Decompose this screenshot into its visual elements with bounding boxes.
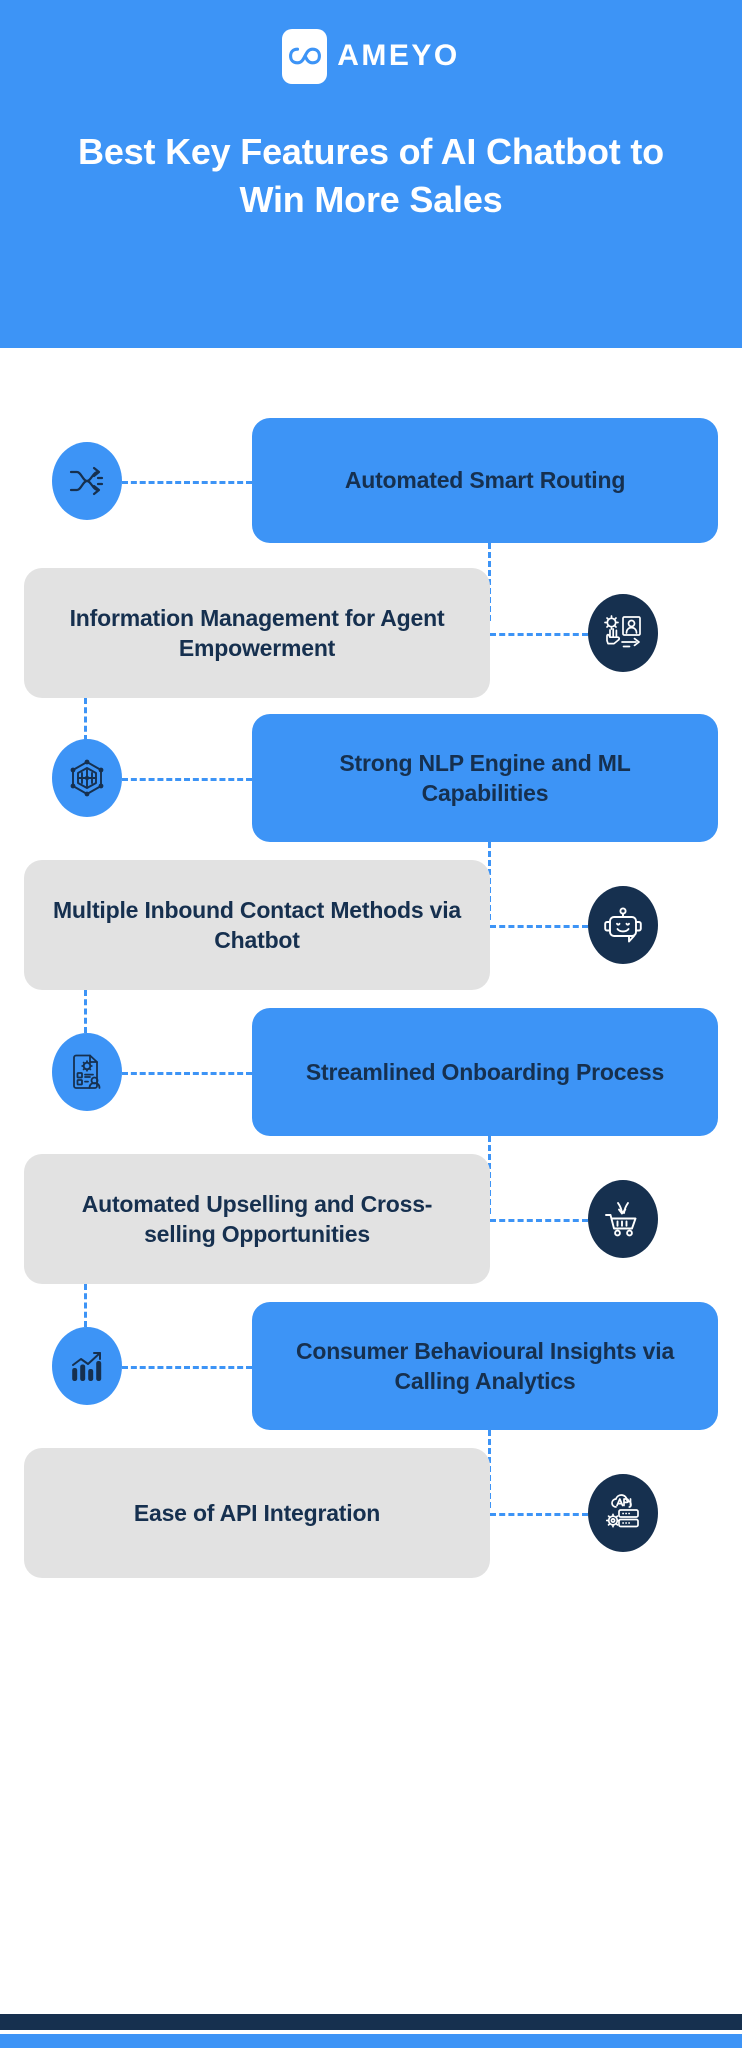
shuffle-routing-icon[interactable]: [52, 442, 122, 520]
feature-card-5[interactable]: Streamlined Onboarding Process: [252, 1008, 718, 1136]
footer-blue-bar: [0, 2034, 742, 2048]
chatbot-face-icon[interactable]: [588, 886, 658, 964]
feature-label-1: Automated Smart Routing: [344, 467, 626, 494]
feature-card-2[interactable]: Information Management for Agent Empower…: [24, 568, 490, 698]
feature-label-4: Multiple Inbound Contact Methods via Cha…: [52, 896, 462, 953]
onboarding-document-icon[interactable]: [52, 1033, 122, 1111]
page-header: AMEYO Best Key Features of AI Chatbot to…: [0, 0, 742, 348]
api-integration-icon[interactable]: [588, 1474, 658, 1552]
connector-icon-to-card-3: [122, 778, 252, 781]
shopping-cart-icon[interactable]: [588, 1180, 658, 1258]
bar-chart-analytics-icon[interactable]: [52, 1327, 122, 1405]
connector-card-to-icon-2: [490, 633, 588, 636]
feature-card-1[interactable]: Automated Smart Routing: [252, 418, 718, 543]
connector-down-6: [84, 1284, 87, 1364]
feature-label-3: Strong NLP Engine and ML Capabilities: [339, 749, 631, 806]
feature-label-7: Consumer Behavioural Insights via Callin…: [295, 1337, 675, 1394]
page-title: Best Key Features of AI Chatbot to Win M…: [78, 131, 664, 220]
feature-label-2: Information Management for Agent Empower…: [69, 604, 445, 661]
infinity-icon: [282, 28, 328, 84]
brand-name: AMEYO: [337, 39, 460, 72]
feature-card-8[interactable]: Ease of API Integration: [24, 1448, 490, 1578]
neural-network-icon[interactable]: [52, 739, 122, 817]
connector-icon-to-card-7: [122, 1366, 252, 1369]
connector-icon-to-card-5: [122, 1072, 252, 1075]
connector-down-2: [84, 698, 87, 778]
feature-label-8: Ease of API Integration: [133, 1499, 381, 1526]
feature-label-5: Streamlined Onboarding Process: [305, 1058, 665, 1085]
footer-navy-bar: [0, 2014, 742, 2030]
connector-icon-to-card-1: [122, 481, 252, 484]
agent-knowledge-icon[interactable]: [588, 594, 658, 672]
connector-card-to-icon-8: [490, 1513, 588, 1516]
connector-card-to-icon-6: [490, 1219, 588, 1222]
feature-card-3[interactable]: Strong NLP Engine and ML Capabilities: [252, 714, 718, 842]
feature-label-6: Automated Upselling and Cross-selling Op…: [81, 1190, 433, 1247]
connector-down-4: [84, 990, 87, 1070]
connector-card-to-icon-4: [490, 925, 588, 928]
feature-card-7[interactable]: Consumer Behavioural Insights via Callin…: [252, 1302, 718, 1430]
feature-card-4[interactable]: Multiple Inbound Contact Methods via Cha…: [24, 860, 490, 990]
features-flow: Automated Smart Routing Information Mana…: [0, 348, 742, 1948]
feature-card-6[interactable]: Automated Upselling and Cross-selling Op…: [24, 1154, 490, 1284]
brand-logo: AMEYO: [282, 27, 460, 85]
